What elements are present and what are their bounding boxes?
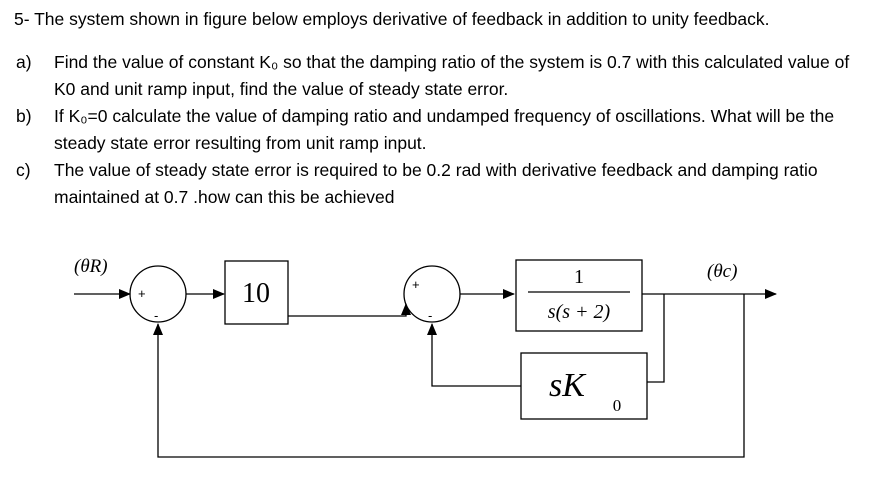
gain-value: 10 [242,278,270,309]
unity-feedback-loop [153,294,745,458]
sum2-plus-sign: + [412,277,420,292]
question-item-b: b) If K₀=0 calculate the value of dampin… [14,103,874,157]
item-text: If K₀=0 calculate the value of damping r… [54,106,835,153]
question-item-a: a) Find the value of constant K₀ so that… [14,49,874,103]
sum1-plus-sign: + [138,286,146,301]
plant-block [515,259,643,332]
question-text: 5- The system shown in figure below empl… [14,6,874,211]
item-marker: b) [16,106,32,126]
question-item-c: c) The value of steady state error is re… [14,157,874,211]
plant-denominator: s(s + 2) [548,301,611,323]
plant-numerator: 1 [574,266,584,288]
output-label: (θc) [707,261,737,282]
input-label: (θR) [74,256,108,277]
sum2-minus-sign: - [428,308,432,323]
item-marker: c) [16,160,31,180]
derivative-feedback-tap [647,294,665,383]
item-marker: a) [16,52,32,72]
feedback-gain-subscript: 0 [613,396,622,415]
gain-block [224,260,289,325]
question-intro: 5- The system shown in figure below empl… [14,9,770,29]
sum1-minus-sign: - [154,308,158,323]
feedback-gain: sK [549,367,587,404]
derivative-feedback-arrow [427,323,521,387]
item-text: The value of steady state error is requi… [54,160,818,207]
item-text: Find the value of constant K₀ so that th… [54,52,850,99]
gain-to-sum2-arrow [288,303,411,317]
